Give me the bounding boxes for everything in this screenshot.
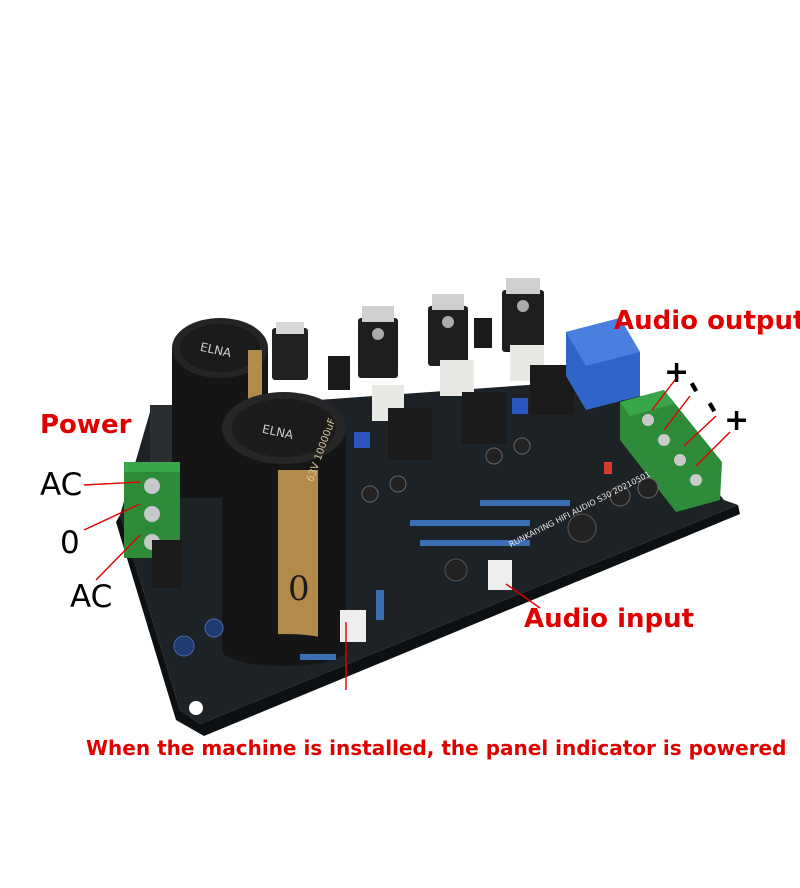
output-plus-left: + — [664, 355, 690, 390]
label-power: Power — [40, 410, 132, 440]
label-audio-input: Audio input — [524, 604, 695, 634]
power-transistors — [272, 278, 574, 460]
caption-panel-indicator: When the machine is installed, the panel… — [86, 736, 787, 760]
small-components — [173, 437, 659, 660]
label-audio-output: Audio output — [614, 306, 800, 336]
annotation-lines — [83, 375, 731, 690]
pcb-edge — [116, 505, 740, 736]
label-ac-bottom: AC — [70, 579, 113, 615]
trimmer — [512, 398, 528, 414]
label-zero: 0 — [60, 525, 80, 561]
filter-capacitor-left — [172, 318, 268, 498]
output-plus-right: + — [724, 403, 750, 438]
relay — [566, 318, 640, 410]
power-terminal-block — [124, 462, 182, 588]
capacitor-mark: 0 — [288, 569, 310, 609]
filter-capacitor-right — [222, 392, 346, 666]
mounting-hole — [189, 701, 203, 715]
output-terminal-block — [620, 390, 722, 512]
trimmer — [354, 432, 370, 448]
label-ac-top: AC — [40, 467, 83, 503]
